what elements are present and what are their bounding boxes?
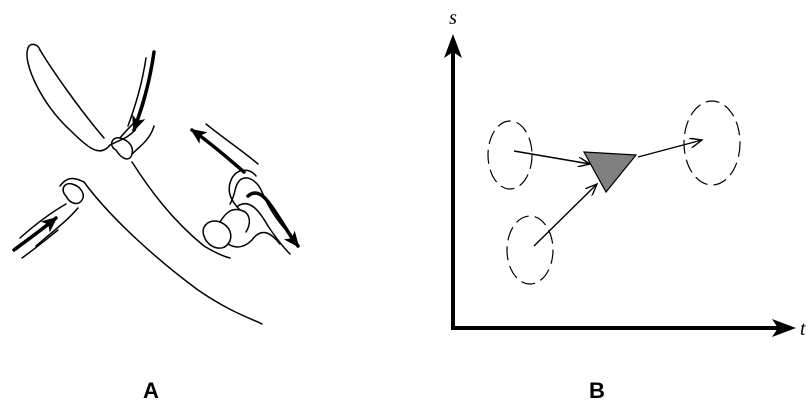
- trunk-upper-outline: [110, 130, 135, 145]
- signal-arrow-right-long-line: [238, 204, 290, 254]
- bouton-left: [63, 184, 83, 204]
- signal-arrow-right-return-line: [206, 124, 258, 164]
- trunk-long-outline: [84, 182, 262, 324]
- bouton-upper: [112, 138, 133, 159]
- process-lower-outline: [40, 50, 104, 138]
- y-axis-label: s: [449, 7, 457, 29]
- trunk-right-outline: [132, 162, 230, 258]
- panel-a-label: A: [143, 378, 159, 403]
- region-left: [488, 121, 532, 189]
- process-upper-outline: [27, 48, 110, 151]
- signal-arrow-right-long: [248, 193, 298, 246]
- panel-b-drawing: [444, 34, 796, 337]
- region-bottom: [507, 216, 553, 284]
- x-axis-label: t: [800, 318, 806, 340]
- signal-arrow-right-return: [192, 130, 244, 172]
- panel-b-label: B: [589, 378, 605, 403]
- trunk-left-stub: [60, 179, 84, 186]
- arrow-event-to-right: [638, 140, 702, 157]
- bouton-right-upper-process: [229, 170, 288, 232]
- signal-arrow-left-line: [22, 230, 58, 258]
- arrow-bottom-to-event: [534, 184, 597, 246]
- arrow-left-to-event: [514, 151, 590, 164]
- event-triangle: [584, 152, 636, 192]
- panel-a-drawing: [14, 44, 298, 324]
- bouton-right: [203, 221, 231, 248]
- signal-arrow-top: [134, 52, 154, 130]
- process-tip: [28, 44, 40, 50]
